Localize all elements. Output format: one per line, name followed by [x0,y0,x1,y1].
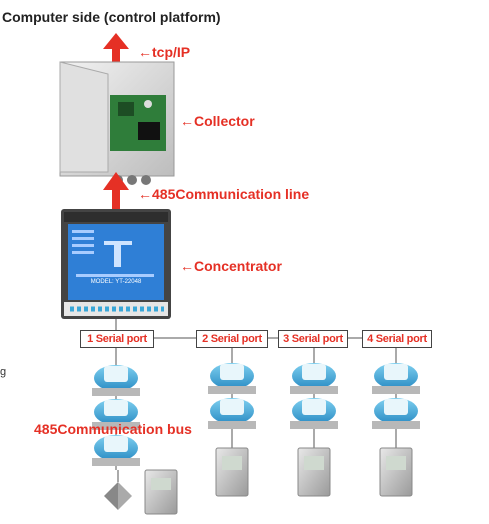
valve-device [104,470,132,510]
side-mark: g [0,366,7,378]
water-meter-1c [92,435,140,466]
concentrator-model-text: MODEL: YT-22048 [91,279,142,285]
water-meter-2b [208,398,256,429]
water-meter-2a [208,363,256,394]
electric-meter-2 [215,447,249,497]
serial-port-2: 2 Serial port [196,330,268,348]
water-meter-1a [92,365,140,396]
tcp-label: ←tcp/IP [138,44,191,60]
serial-port-4: 4 Serial port [362,330,432,348]
water-meter-4b [372,398,420,429]
serial-port-3: 3 Serial port [278,330,348,348]
electric-meter-3 [297,447,331,497]
comm-line-arrow [103,172,129,212]
concentrator-device [61,209,171,319]
tcp-arrow [103,33,129,64]
page-title: Computer side (control platform) [2,9,221,25]
electric-meter-1 [144,469,178,515]
collector-device [59,61,175,185]
water-meter-1b [92,399,140,430]
electric-meter-4 [379,447,413,497]
water-meter-3b [290,398,338,429]
water-meter-3a [290,363,338,394]
water-meter-4a [372,363,420,394]
comm-line-label: ←485Communication line [138,186,310,202]
collector-label: ←Collector [180,113,255,129]
bus-label: 485Communication bus [34,421,192,437]
concentrator-label: ←Concentrator [180,258,282,274]
serial-port-1: 1 Serial port [80,330,154,348]
